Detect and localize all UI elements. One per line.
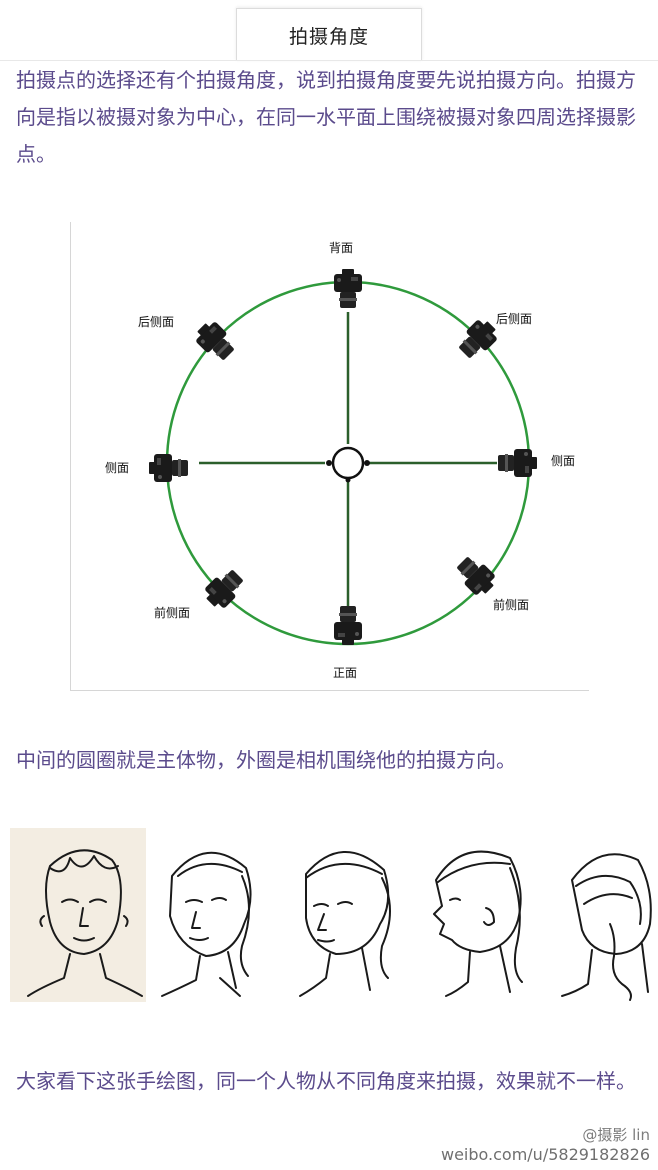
direction-diagram-svg: 背面 后侧面 后侧面 侧面 侧面 前侧面 前侧面 正面 [105,241,575,680]
watermark-url: weibo.com/u/5829182826 [440,1145,650,1164]
label-back-left: 后侧面 [138,315,174,329]
label-front-left: 前侧面 [154,605,190,620]
camera-right-icon [498,449,537,477]
outro-paragraph: 大家看下这张手绘图，同一个人物从不同角度来拍摄，效果就不一样。 [16,1069,636,1093]
head-front-drawing [27,849,143,997]
camera-front-icon [334,606,362,645]
head-three-quarter-drawing [161,851,252,997]
subject-circle [326,446,370,483]
section-title: 拍摄角度 [288,25,369,48]
label-front: 正面 [333,666,357,680]
front-view-panel [10,828,146,1002]
camera-front-left-icon [200,565,248,613]
label-back: 背面 [329,241,353,255]
watermark-logo-text: @摄影 lin [582,1126,650,1144]
shooting-direction-diagram: 背面 后侧面 后侧面 侧面 侧面 前侧面 前侧面 正面 [70,222,589,691]
label-right: 侧面 [551,454,575,468]
camera-front-right-icon [452,552,500,600]
label-back-right: 后侧面 [496,312,532,326]
title-divider [0,60,658,61]
head-profile-drawing [433,850,523,997]
head-side-three-quarter-drawing [299,850,391,997]
head-sketches-svg [27,849,652,1001]
middle-paragraph: 中间的圆圈就是主体物，外圈是相机围绕他的拍摄方向。 [16,748,516,772]
label-front-right: 前侧面 [493,597,529,612]
head-back-drawing [561,853,652,1001]
camera-back-icon [334,269,362,308]
label-left: 侧面 [105,461,129,475]
camera-left-icon [149,454,188,482]
weibo-watermark: @摄影 lin weibo.com/u/5829182826 [420,1126,650,1170]
section-title-tab: 拍摄角度 [236,8,422,61]
head-angles-illustration [10,828,653,1002]
intro-paragraph: 拍摄点的选择还有个拍摄角度，说到拍摄角度要先说拍摄方向。拍摄方向是指以被摄对象为… [16,68,636,166]
